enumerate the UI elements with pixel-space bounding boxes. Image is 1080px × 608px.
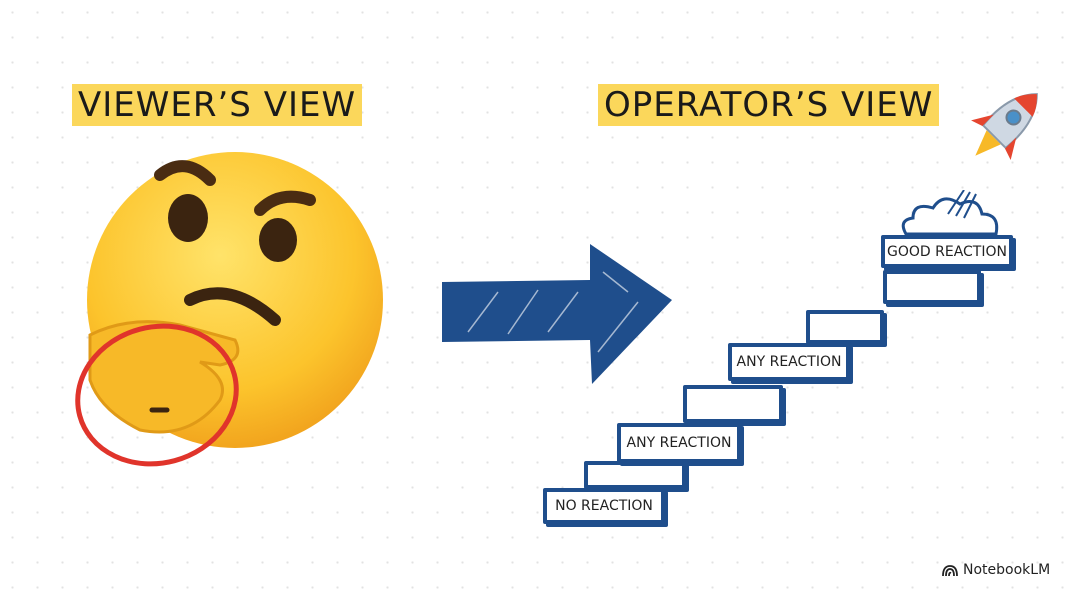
step-blank-4	[883, 270, 981, 304]
step-no-reaction: NO REACTION	[543, 488, 665, 524]
operators-view-heading: OPERATOR’S VIEW	[598, 84, 940, 126]
notebooklm-branding: NotebookLM	[942, 562, 1050, 578]
viewers-view-heading: VIEWER’S VIEW	[72, 84, 363, 126]
brand-name: NotebookLM	[963, 562, 1051, 578]
thinking-face-icon	[75, 152, 383, 467]
step-blank-2	[683, 385, 783, 423]
cloud-icon	[901, 190, 999, 236]
step-any-reaction-2: ANY REACTION	[728, 343, 850, 381]
step-good-reaction: GOOD REACTION	[881, 235, 1013, 268]
step-blank-1	[584, 461, 686, 489]
notebooklm-logo-icon	[942, 565, 958, 576]
step-any-reaction-1: ANY REACTION	[617, 423, 741, 463]
rocket-icon	[971, 93, 1038, 160]
step-blank-3	[806, 310, 884, 344]
right-arrow-icon	[442, 244, 672, 384]
